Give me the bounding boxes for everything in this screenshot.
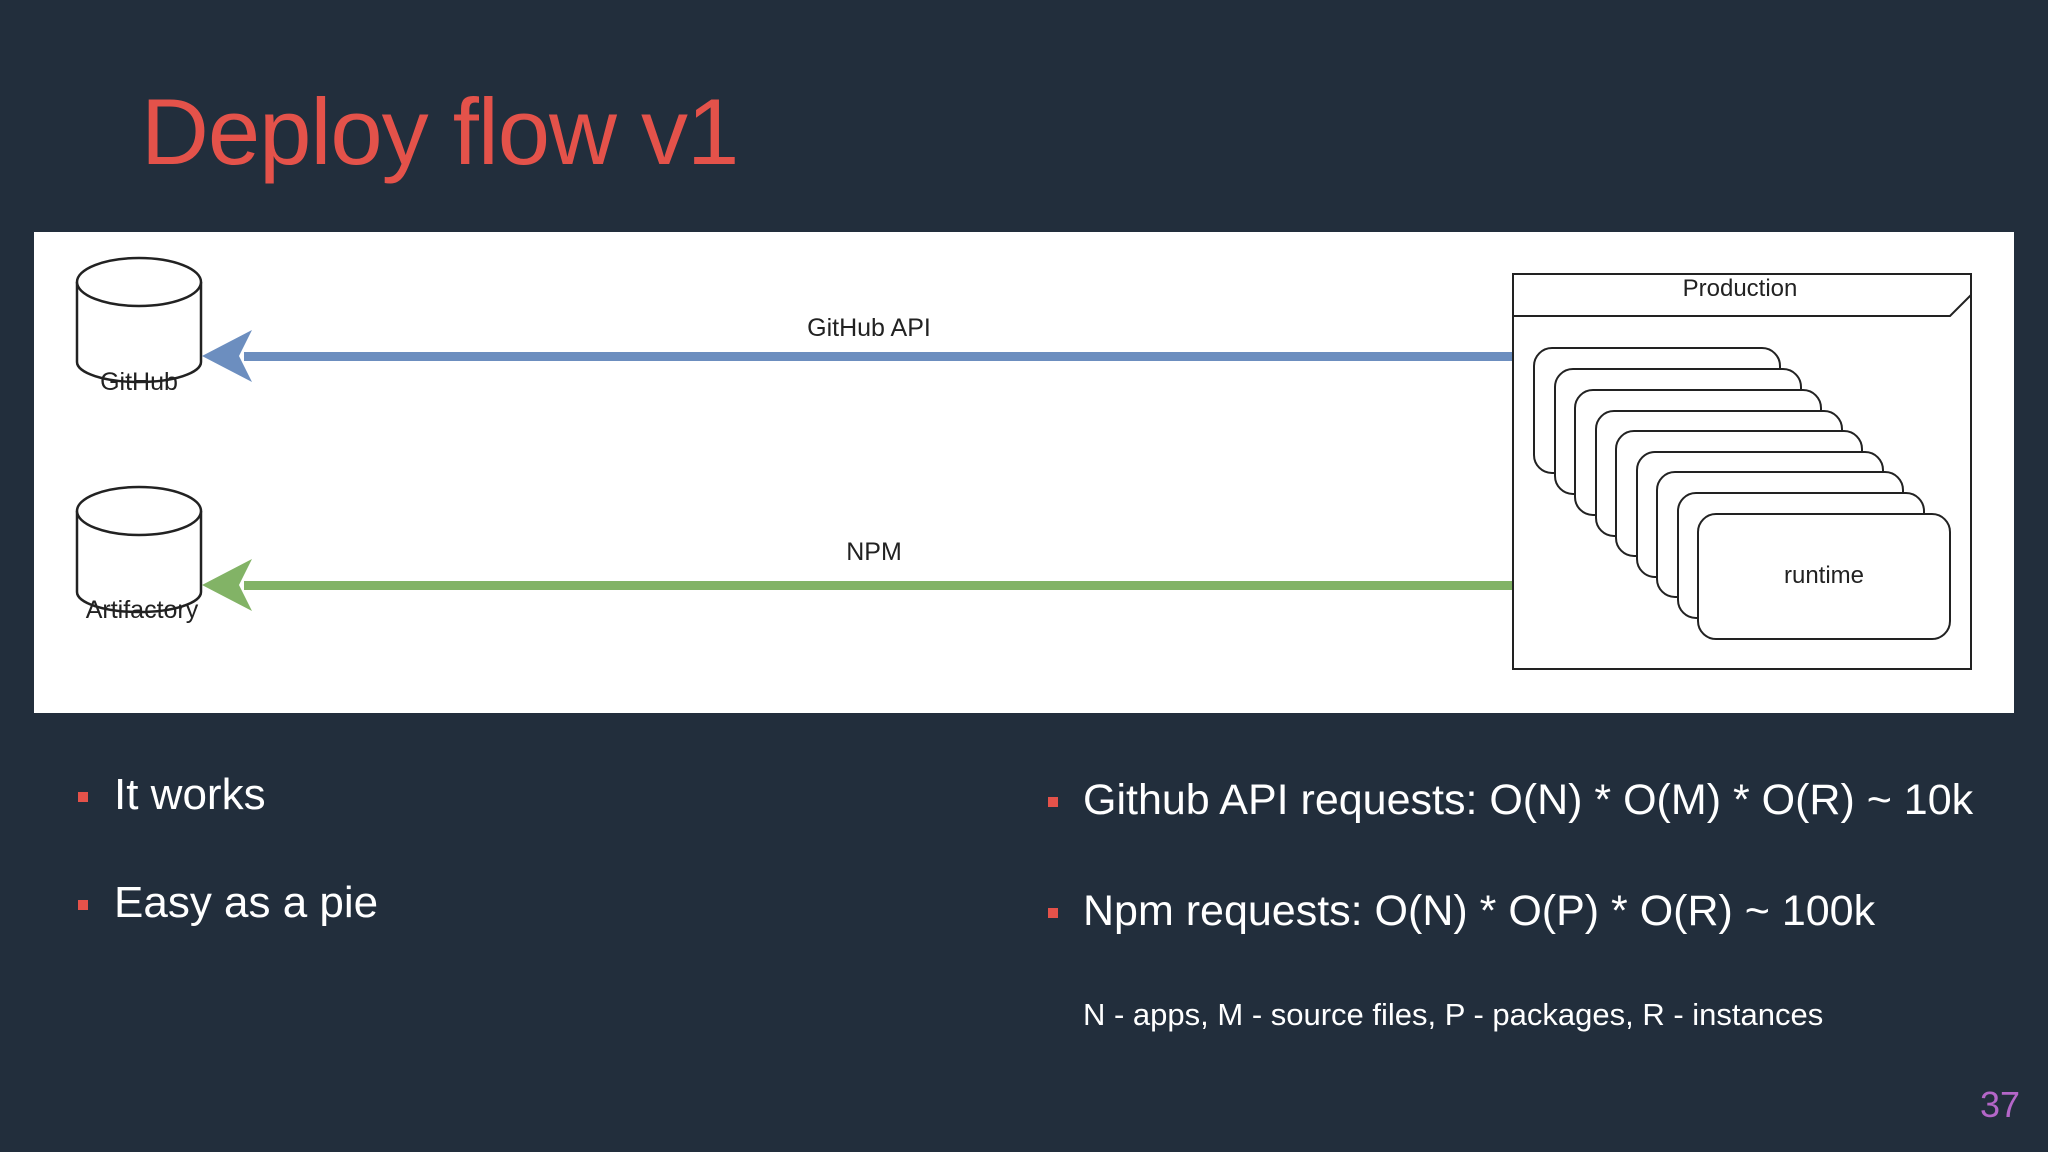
production-label: Production [1683,275,1798,302]
left-bullet-list: It works Easy as a pie [78,770,378,986]
deploy-flow-diagram: GitHub Artifactory GitHub API NPM Produc… [34,232,2014,713]
bullet-text: Easy as a pie [114,878,379,927]
bullet-item: Github API requests: O(N) * O(M) * O(R) … [1047,775,1973,825]
github-node: GitHub [75,256,203,396]
npm-label: NPM [846,538,902,566]
artifactory-node: Artifactory [75,485,203,624]
bullet-marker [78,792,88,802]
bullet-text: Npm requests: O(N) * O(P) * O(R) ~ 100k [1083,887,1876,935]
variable-legend: N - apps, M - source files, P - packages… [1083,997,1824,1032]
runtime-label: runtime [1784,562,1864,589]
slide-title: Deploy flow v1 [141,79,739,184]
bullet-text: It works [114,770,266,819]
right-bullet-list: Github API requests: O(N) * O(M) * O(R) … [1047,775,1973,997]
github-api-arrow: GitHub API [202,314,1724,382]
bullet-marker [1048,797,1058,807]
bullet-marker [78,900,88,910]
bullet-item: Npm requests: O(N) * O(P) * O(R) ~ 100k [1047,886,1973,936]
github-label: GitHub [100,368,178,396]
github-api-label: GitHub API [807,314,931,342]
page-number: 37 [1979,1084,2020,1125]
runtime-instances: runtime [1533,347,1951,640]
bullet-marker [1048,908,1058,918]
bullet-item: It works [78,770,378,820]
npm-arrow: NPM [202,538,1524,611]
bullet-item: Easy as a pie [78,878,378,928]
artifactory-label: Artifactory [86,596,199,624]
runtime-instance [1697,513,1951,640]
bullet-text: Github API requests: O(N) * O(M) * O(R) … [1083,776,1974,824]
